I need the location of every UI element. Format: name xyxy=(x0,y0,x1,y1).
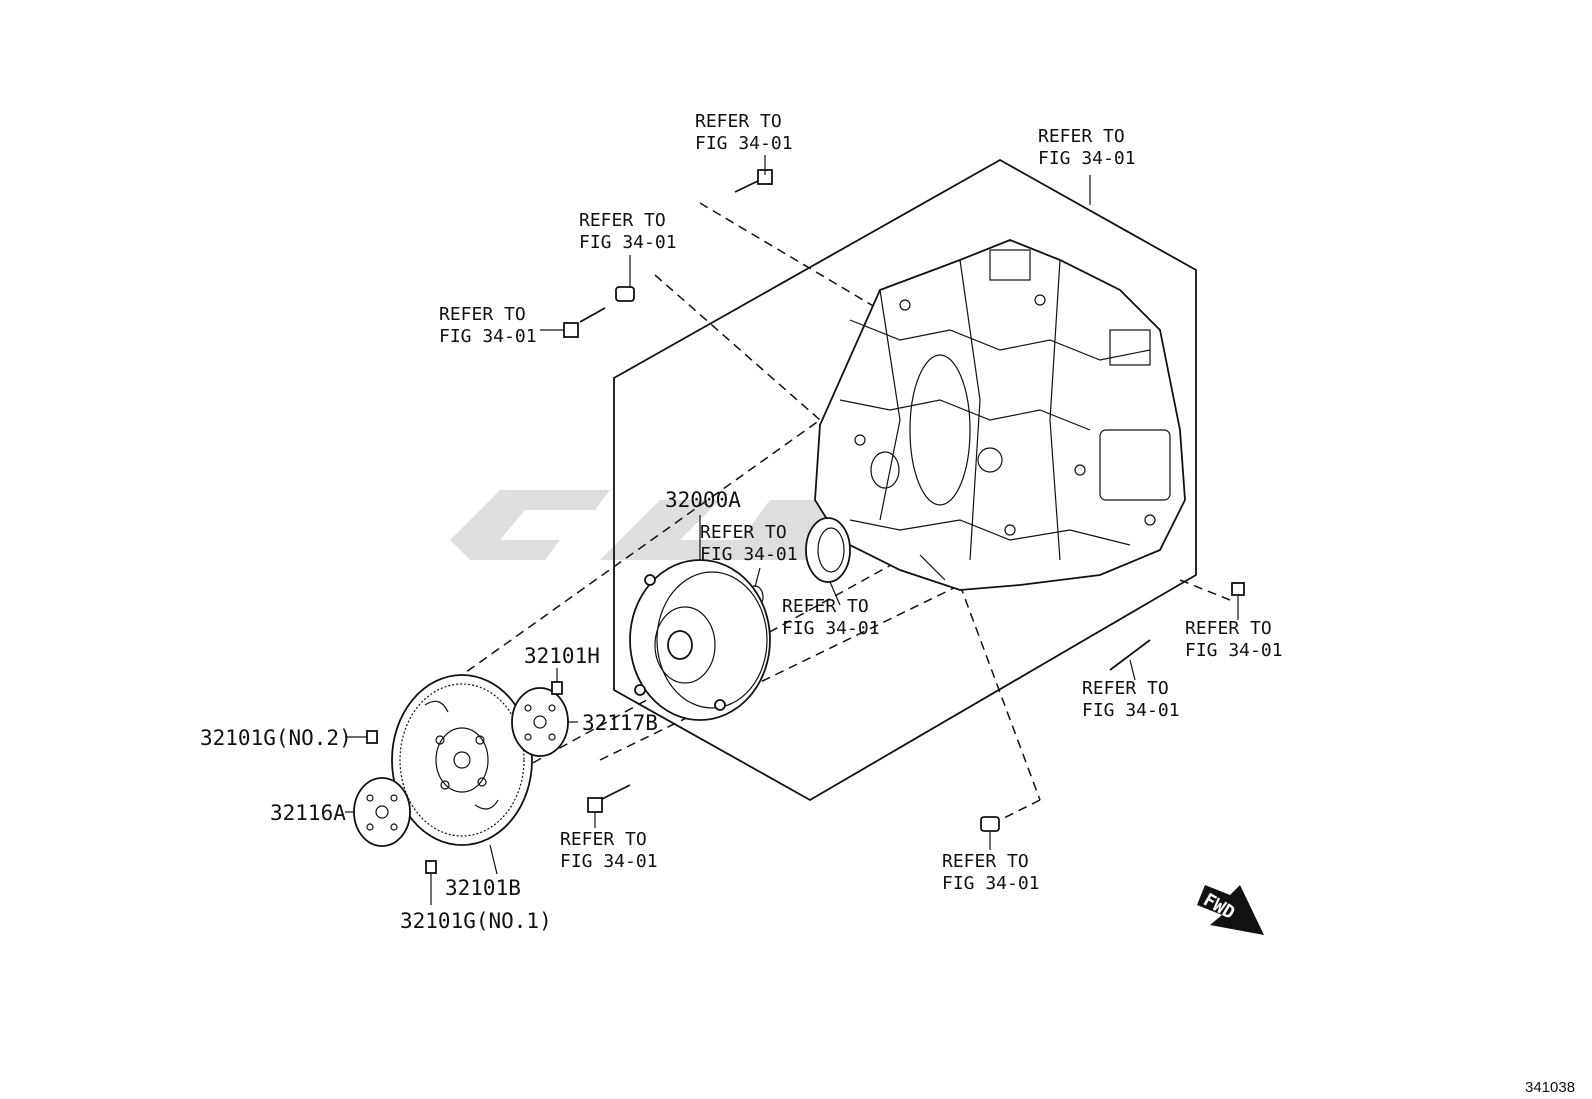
refer-label-dowel-top: REFER TO FIG 34-01 xyxy=(579,210,677,253)
refer-label-dowel-bottom: REFER TO FIG 34-01 xyxy=(942,851,1040,894)
refer-label-bolt-bottom: REFER TO FIG 34-01 xyxy=(560,829,658,872)
torque-converter xyxy=(629,559,771,721)
refer-label-o-ring: REFER TO FIG 34-01 xyxy=(700,522,798,565)
part-label-32116A: 32116A xyxy=(270,801,346,825)
refer-label-stud-right: REFER TO FIG 34-01 xyxy=(1082,678,1180,721)
refer-label-housing: REFER TO FIG 34-01 xyxy=(1038,126,1136,169)
svg-text:FIG 34-01: FIG 34-01 xyxy=(579,232,677,253)
svg-text:FIG 34-01: FIG 34-01 xyxy=(439,326,537,347)
refer-label-oil-seal: REFER TO FIG 34-01 xyxy=(782,596,880,639)
stud-right xyxy=(1109,639,1151,671)
drive-plate xyxy=(391,674,533,846)
assembly-outline xyxy=(613,158,1197,802)
svg-text:REFER TO: REFER TO xyxy=(700,522,787,543)
svg-text:FIG 34-01: FIG 34-01 xyxy=(1185,640,1283,661)
svg-text:REFER TO: REFER TO xyxy=(439,304,526,325)
part-label-32101B: 32101B xyxy=(445,876,521,900)
figure-number: 341038 xyxy=(1525,1079,1575,1096)
solid-leaders xyxy=(345,155,1239,905)
svg-text:REFER TO: REFER TO xyxy=(782,596,869,617)
svg-text:REFER TO: REFER TO xyxy=(1082,678,1169,699)
refer-label-bolt-left: REFER TO FIG 34-01 xyxy=(439,304,537,347)
svg-text:REFER TO: REFER TO xyxy=(1185,618,1272,639)
svg-text:FIG 34-01: FIG 34-01 xyxy=(700,544,798,565)
svg-text:FIG 34-01: FIG 34-01 xyxy=(695,133,793,154)
bolt-32101G-no1 xyxy=(425,860,437,874)
svg-text:FIG 34-01: FIG 34-01 xyxy=(1082,700,1180,721)
svg-text:REFER TO: REFER TO xyxy=(579,210,666,231)
svg-text:FIG 34-01: FIG 34-01 xyxy=(1038,148,1136,169)
dowel-bottom xyxy=(980,816,1000,832)
spacer-plate-32116A xyxy=(353,777,411,847)
part-label-32101G-no2: 32101G(NO.2) xyxy=(200,726,352,750)
bolt-bottom-mid xyxy=(587,784,631,813)
bolt-left xyxy=(563,307,606,338)
dowel-top xyxy=(615,286,635,302)
svg-text:REFER TO: REFER TO xyxy=(695,111,782,132)
svg-text:REFER TO: REFER TO xyxy=(1038,126,1125,147)
spacer-plate-32117B xyxy=(511,687,569,757)
transaxle-body xyxy=(814,239,1186,591)
part-label-32101G-no1: 32101G(NO.1) xyxy=(400,909,552,933)
bolt-32101G-no2 xyxy=(366,730,378,744)
fwd-arrow: FWD xyxy=(1197,885,1264,935)
nut-right xyxy=(1231,582,1245,596)
svg-text:FIG 34-01: FIG 34-01 xyxy=(560,851,658,872)
refer-label-top-bolt: REFER TO FIG 34-01 xyxy=(695,111,793,154)
refer-label-nut-right: REFER TO FIG 34-01 xyxy=(1185,618,1283,661)
bolt-top xyxy=(734,169,773,193)
part-label-32117B: 32117B xyxy=(582,711,658,735)
bolt-32101H xyxy=(551,681,563,695)
svg-text:FIG 34-01: FIG 34-01 xyxy=(942,873,1040,894)
part-label-32000A: 32000A xyxy=(665,488,741,512)
part-label-32101H: 32101H xyxy=(524,644,600,668)
svg-text:REFER TO: REFER TO xyxy=(942,851,1029,872)
oil-seal xyxy=(805,517,851,583)
svg-text:FIG 34-01: FIG 34-01 xyxy=(782,618,880,639)
svg-text:REFER TO: REFER TO xyxy=(560,829,647,850)
